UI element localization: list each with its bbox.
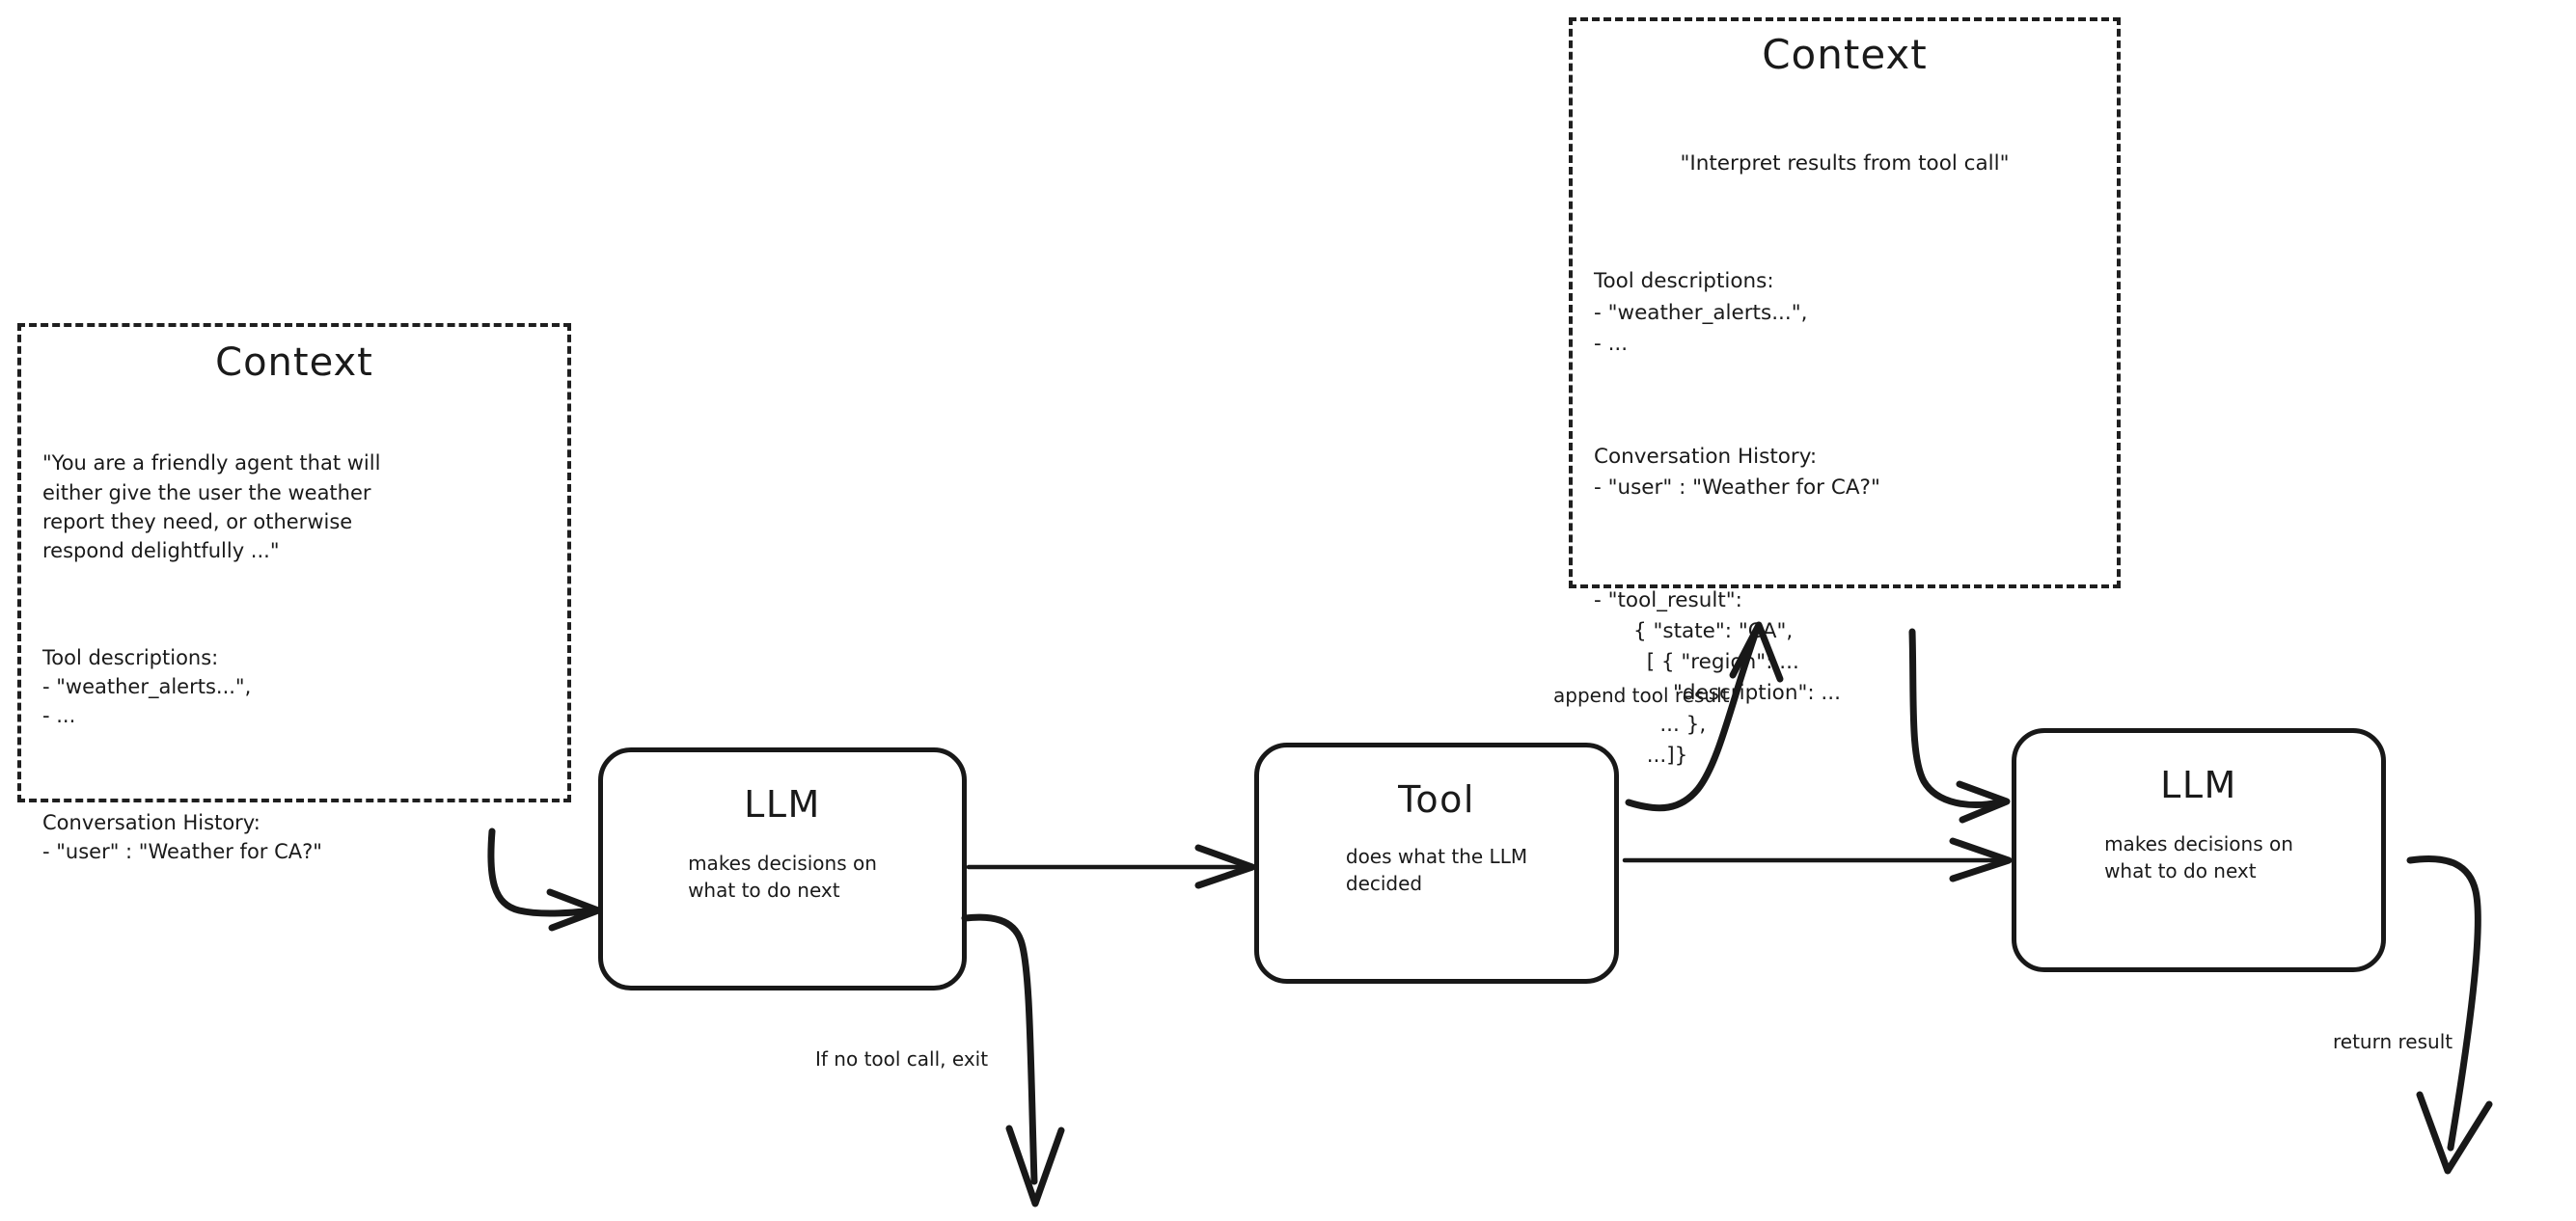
edge-label-append-tool-result: append tool result: [1553, 684, 1730, 707]
node-llm-first-title: LLM: [744, 783, 821, 826]
arrow-llm1-to-tool: [966, 844, 1256, 889]
context-left-system-prompt: "You are a friendly agent that will eith…: [42, 451, 381, 563]
context-right-body: "Interpret results from tool call" Tool …: [1573, 86, 2117, 834]
context-left-title: Context: [215, 340, 373, 385]
edge-label-if-no-tool-call-exit: If no tool call, exit: [815, 1047, 989, 1071]
node-llm-second-subtitle: makes decisions on what to do next: [2104, 832, 2293, 882]
node-tool-title: Tool: [1398, 778, 1475, 821]
context-right-system-prompt: "Interpret results from tool call": [1680, 150, 2010, 176]
context-right-conversation-history: Conversation History: - "user" : "Weathe…: [1594, 444, 1880, 500]
context-right-tool-descriptions: Tool descriptions: - "weather_alerts..."…: [1594, 269, 1808, 356]
edge-label-return-result: return result: [2333, 1030, 2453, 1053]
context-box-left: Context "You are a friendly agent that w…: [17, 323, 571, 863]
node-tool-subtitle: does what the LLM decided: [1345, 845, 1528, 895]
context-box-right: Context "Interpret results from tool cal…: [1569, 17, 2121, 768]
node-llm-first[interactable]: LLM makes decisions on what to do next: [598, 747, 967, 990]
node-llm-first-subtitle: makes decisions on what to do next: [688, 852, 877, 902]
context-left-tool-descriptions: Tool descriptions: - "weather_alerts..."…: [42, 645, 252, 728]
context-right-title: Context: [1762, 31, 1928, 78]
node-llm-second[interactable]: LLM makes decisions on what to do next: [2012, 728, 2386, 972]
node-llm-second-title: LLM: [2160, 764, 2237, 806]
context-left-body: "You are a friendly agent that will eith…: [21, 391, 567, 925]
arrow-llm2-return-result: [2406, 855, 2493, 1175]
context-left-conversation-history: Conversation History: - "user" : "Weathe…: [42, 811, 322, 864]
arrow-tool-to-llm2: [1622, 837, 2013, 882]
node-tool[interactable]: Tool does what the LLM decided: [1254, 743, 1619, 984]
